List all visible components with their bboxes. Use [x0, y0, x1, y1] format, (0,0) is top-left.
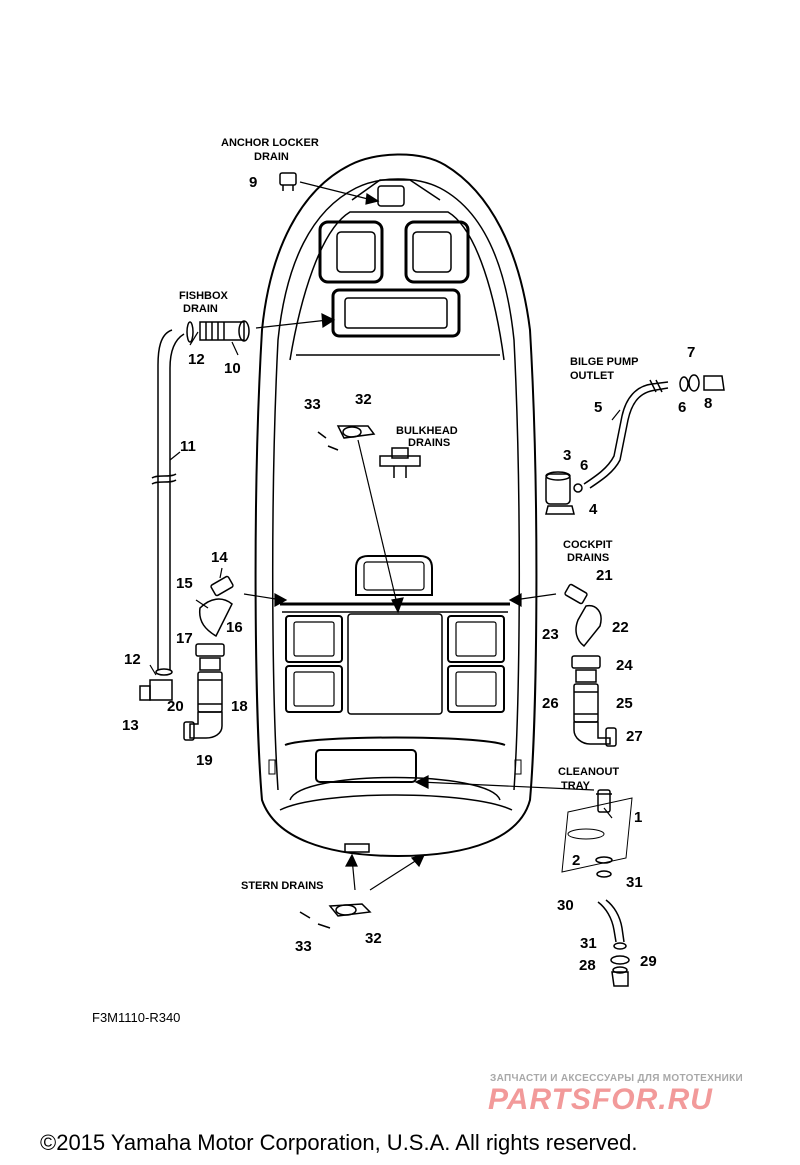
callout-6b: 6 — [678, 399, 686, 416]
watermark-tagline: ЗАПЧАСТИ И АКСЕССУАРЫ ДЛЯ МОТОТЕХНИКИ — [490, 1073, 743, 1084]
callout-19: 19 — [196, 752, 213, 769]
label-bulkhead-drains: DRAINS — [408, 437, 450, 449]
callout-7: 7 — [687, 344, 695, 361]
label-fishbox: FISHBOX — [179, 290, 229, 302]
callout-12-bottom: 12 — [124, 651, 141, 668]
callout-33-top: 33 — [304, 396, 321, 413]
callout-22: 22 — [612, 619, 629, 636]
label-cockpit: COCKPIT — [563, 539, 613, 551]
callout-30: 30 — [557, 897, 574, 914]
copyright-notice: ©2015 Yamaha Motor Corporation, U.S.A. A… — [40, 1130, 638, 1155]
callout-31-top: 31 — [626, 874, 643, 891]
boat-hull — [254, 153, 538, 858]
callout-27: 27 — [626, 728, 643, 745]
anchor-drain-plug — [279, 172, 297, 191]
callout-5: 5 — [594, 399, 602, 416]
callout-33-bottom: 33 — [295, 938, 312, 955]
label-cockpit-drains: DRAINS — [567, 552, 609, 564]
callout-3: 3 — [563, 447, 571, 464]
starboard-cockpit-drain — [564, 583, 617, 747]
label-anchor-drain: DRAIN — [254, 151, 289, 163]
label-bilge-outlet: OUTLET — [570, 370, 614, 382]
bulkhead-drain — [317, 425, 421, 478]
callout-13: 13 — [122, 717, 139, 734]
label-anchor-locker: ANCHOR LOCKER — [221, 137, 319, 149]
label-cleanout: CLEANOUT — [558, 766, 619, 778]
callout-26: 26 — [542, 695, 559, 712]
callout-21: 21 — [596, 567, 613, 584]
label-bulkhead: BULKHEAD — [396, 425, 458, 437]
fishbox-hose-elbow — [139, 668, 173, 701]
parts — [139, 172, 725, 987]
callout-1: 1 — [634, 809, 642, 826]
callout-9: 9 — [249, 174, 257, 191]
callout-20: 20 — [167, 698, 184, 715]
stern-drain — [299, 903, 372, 929]
labels: ANCHOR LOCKER DRAIN FISHBOX DRAIN BILGE … — [179, 137, 638, 892]
fishbox-hose — [151, 329, 185, 670]
port-cockpit-drain — [183, 575, 234, 741]
callout-4: 4 — [589, 501, 598, 518]
callout-24: 24 — [616, 657, 633, 674]
callout-15: 15 — [176, 575, 193, 592]
label-cleanout-tray: TRAY — [561, 780, 591, 792]
callout-12-top: 12 — [188, 351, 205, 368]
callout-16: 16 — [226, 619, 243, 636]
callout-32-bottom: 32 — [365, 930, 382, 947]
callout-11: 11 — [180, 438, 196, 455]
label-stern-drains: STERN DRAINS — [241, 880, 324, 892]
callout-32-top: 32 — [355, 391, 372, 408]
callout-6: 6 — [580, 457, 588, 474]
callout-17: 17 — [176, 630, 193, 647]
leader-lines — [149, 181, 621, 891]
cleanout-tray-assembly — [561, 789, 633, 987]
callout-14: 14 — [211, 549, 228, 566]
callout-25: 25 — [616, 695, 633, 712]
callout-31-bottom: 31 — [580, 935, 597, 952]
diagram-code: F3M1110-R340 — [92, 1010, 181, 1025]
fishbox-drain-fitting — [186, 320, 250, 343]
label-bilge-pump: BILGE PUMP — [570, 356, 638, 368]
callout-29: 29 — [640, 953, 657, 970]
callout-10: 10 — [224, 360, 241, 377]
callout-23: 23 — [542, 626, 559, 643]
bilge-pump-assembly — [545, 374, 725, 515]
callout-8: 8 — [704, 395, 712, 412]
callout-18: 18 — [231, 698, 248, 715]
label-fishbox-drain: DRAIN — [183, 303, 218, 315]
callout-2: 2 — [572, 852, 580, 869]
watermark-logo: PARTSFOR.RU — [488, 1083, 713, 1116]
callout-numbers: 1 2 3 4 5 6 6 7 8 9 10 11 12 12 13 14 15… — [122, 174, 712, 974]
callout-28: 28 — [579, 957, 596, 974]
